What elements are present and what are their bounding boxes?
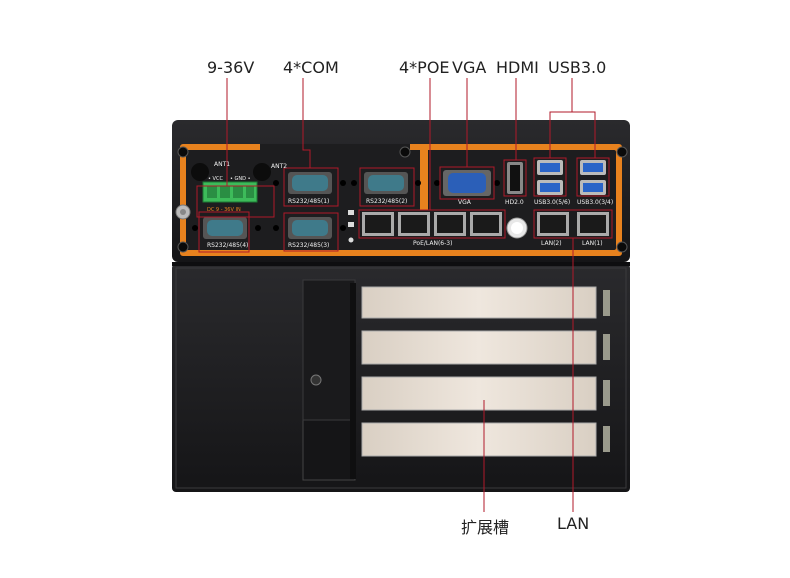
slot-2 <box>361 330 597 365</box>
callout-usb: USB3.0 <box>548 58 607 77</box>
callout-slots: 扩展槽 <box>461 518 510 537</box>
com4-label: RS232/485(4) <box>207 242 249 249</box>
vcc-label: • VCC <box>208 176 223 182</box>
status-leds <box>348 210 354 243</box>
gnd-label: • GND • <box>230 176 251 182</box>
expansion-slots <box>361 286 597 457</box>
callout-lan: LAN <box>557 514 590 533</box>
poe-ports <box>362 212 502 236</box>
lan1-label: LAN(1) <box>582 240 603 247</box>
hdmi-port <box>507 162 523 194</box>
vga-port <box>434 170 500 196</box>
callout-com: 4*COM <box>283 58 339 77</box>
com1-label: RS232/485(1) <box>288 198 330 205</box>
callout-vga: VGA <box>452 58 487 77</box>
com3-port <box>288 217 332 239</box>
slot-bracket <box>302 279 356 481</box>
poe-lan-label: PoE/LAN(6-3) <box>413 240 453 247</box>
com2-label: RS232/485(2) <box>366 198 408 205</box>
com4-port <box>203 217 247 239</box>
ant1-port <box>191 163 209 181</box>
slot-1 <box>361 286 597 319</box>
dc-in-label: DC 9 - 36V IN <box>207 207 241 213</box>
lan2-label: LAN(2) <box>541 240 562 247</box>
vga-panel-label: VGA <box>458 199 471 206</box>
slot-4 <box>361 422 597 457</box>
usb34-label: USB3.0(3/4) <box>577 199 614 206</box>
callout-hdmi: HDMI <box>496 58 539 77</box>
ant2-port <box>253 163 271 181</box>
callout-power: 9-36V <box>207 58 255 77</box>
db9-ports <box>192 172 421 239</box>
com1-port <box>288 172 332 194</box>
usb-ports <box>537 160 606 195</box>
slot-3 <box>361 376 597 411</box>
screws <box>177 146 628 253</box>
callout-lines <box>226 78 596 512</box>
ant2-label: ANT2 <box>271 163 288 170</box>
slot-tabs <box>603 290 610 452</box>
bracket-screw <box>310 374 322 386</box>
power-terminal <box>202 181 258 203</box>
com3-label: RS232/485(3) <box>288 242 330 249</box>
ant1-label: ANT1 <box>214 161 231 168</box>
ground-screw <box>175 204 191 220</box>
hdmi-panel-label: HD2.0 <box>505 199 524 206</box>
com2-port <box>364 172 408 194</box>
lan-ports <box>537 212 609 236</box>
power-button <box>506 217 528 239</box>
usb56-label: USB3.0(5/6) <box>534 199 571 206</box>
callout-poe: 4*POE <box>399 58 450 77</box>
